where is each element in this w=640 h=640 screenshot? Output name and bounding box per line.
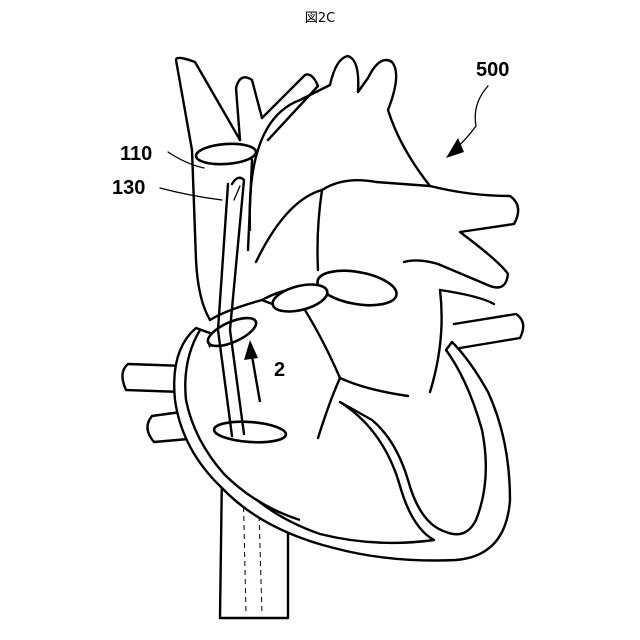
myocardium-wall xyxy=(174,328,510,561)
svc-opening-ring xyxy=(195,142,256,166)
label-130: 130 xyxy=(112,177,145,199)
pulmonary-veins-right xyxy=(440,290,523,348)
label-110: 110 xyxy=(120,143,152,165)
flow-arrow xyxy=(244,340,260,402)
interventricular-septum xyxy=(296,290,442,438)
superior-vena-cava xyxy=(176,58,318,320)
label-2: 2 xyxy=(274,359,285,381)
aortic-arch xyxy=(250,56,430,262)
leader-line-130 xyxy=(160,188,222,200)
aortic-valve-ring xyxy=(270,280,330,317)
label-500: 500 xyxy=(476,59,509,81)
leader-arrowhead-500 xyxy=(446,138,464,158)
pulmonary-valve-ring xyxy=(315,265,399,310)
figure-title: 図2C xyxy=(305,11,335,26)
